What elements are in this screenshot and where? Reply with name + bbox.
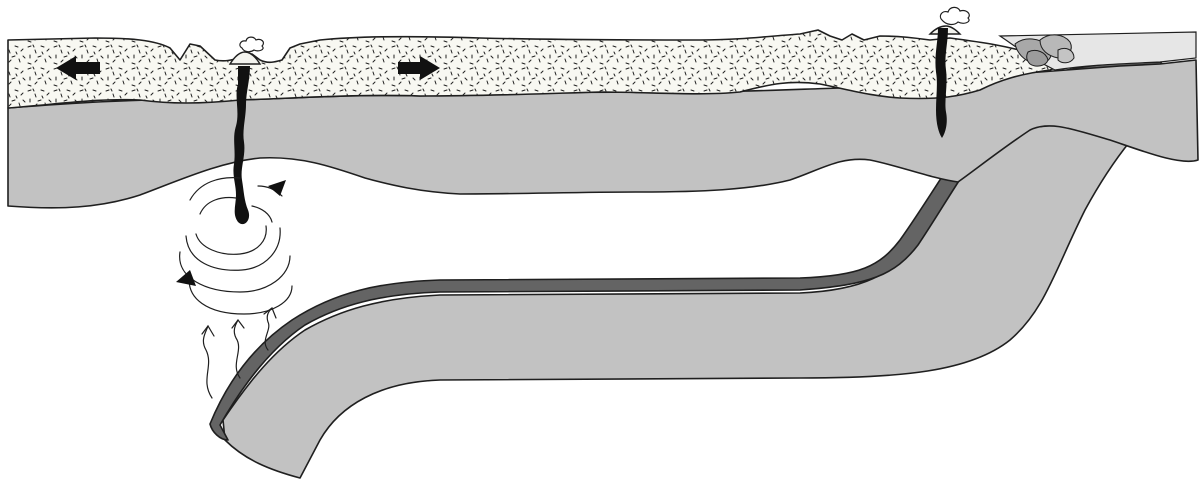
volcano-cloud-icon — [240, 37, 264, 52]
rotation-arrow-icon — [176, 270, 196, 286]
rotation-arrow-icon — [268, 180, 286, 196]
convection-arcs-icon — [180, 178, 292, 314]
arc-magma-dike — [935, 28, 948, 138]
thin-arrow-icon — [202, 326, 214, 398]
volcano-cloud-icon — [940, 7, 969, 24]
rift-volcano-cone — [230, 52, 260, 64]
arc-volcano — [930, 7, 969, 34]
